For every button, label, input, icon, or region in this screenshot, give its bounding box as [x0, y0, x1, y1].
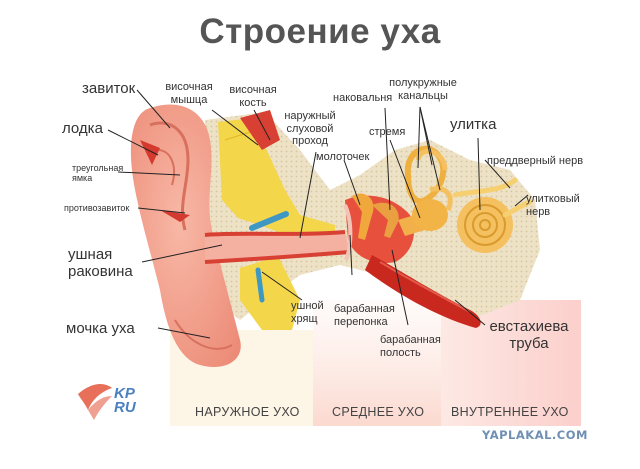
kp-logo-text: KP RU: [114, 385, 136, 417]
label-prokhod-line3: проход: [292, 135, 328, 148]
label-visochnaya-kost-line2: кость: [239, 96, 267, 109]
label-ushnaya: ушная раковина: [68, 246, 133, 281]
incus: [372, 202, 399, 238]
label-prokhod-line1: наружный: [284, 110, 336, 122]
label-visochnaya-myshca-line1: височная: [165, 81, 213, 93]
vestibular-nerve: [452, 177, 518, 198]
label-prokhod-line2: слуховой: [286, 122, 334, 135]
vessel-lower: [255, 267, 265, 303]
label-ulitkovyi: улитковый нерв: [526, 193, 580, 218]
label-ushnoi-khryasch-line1: ушной: [291, 300, 324, 312]
label-ulitkovyi-line1: улитковый: [526, 193, 580, 205]
label-evstakh-line2: труба: [509, 335, 549, 353]
eustachian-tube: [365, 255, 481, 328]
label-mochka: мочка уха: [66, 320, 135, 337]
label-kanaltsy: полукружные канальцы: [385, 77, 461, 102]
pinna: [130, 104, 241, 368]
label-ulitkovyi-line2: нерв: [526, 205, 551, 218]
label-nakovalnya: наковальня: [333, 92, 393, 104]
label-kanaltsy-line1: полукружные: [389, 77, 457, 89]
label-polost: барабанная полость: [380, 334, 441, 359]
cartilage-upper: [218, 118, 335, 245]
label-polost-line2: полость: [380, 346, 421, 359]
cochlear-nerve: [502, 199, 533, 218]
label-prokhod: наружный слуховой проход: [279, 110, 341, 148]
label-ushnoi-khryasch: ушной хрящ: [291, 300, 324, 325]
label-treug-line2: ямка: [72, 173, 93, 184]
label-treug: треугольная ямка: [72, 163, 123, 184]
label-visochnaya-kost: височная кость: [222, 84, 284, 109]
kp-logo-mark: [78, 384, 112, 420]
label-pereponka-line1: барабанная: [334, 303, 395, 315]
label-ushnaya-line2: раковина: [68, 263, 133, 281]
zone-label-middle: СРЕДНЕЕ УХО: [332, 405, 425, 419]
semicircular-canals: [404, 145, 447, 205]
label-protivozavitok: противозавиток: [64, 203, 130, 213]
label-evstakh: евстахиева труба: [482, 318, 576, 353]
label-visochnaya-kost-line1: височная: [229, 84, 277, 96]
zone-label-outer: НАРУЖНОЕ УХО: [195, 405, 300, 419]
watermark: YAPLAKAL.COM: [482, 428, 588, 442]
label-zavitok: завиток: [82, 80, 136, 97]
label-evstakh-line1: евстахиева: [489, 318, 569, 335]
label-pereponka: барабанная перепонка: [334, 303, 395, 328]
label-polost-line1: барабанная: [380, 334, 441, 346]
label-lodka: лодка: [62, 120, 103, 137]
label-ushnaya-line1: ушная: [68, 246, 113, 263]
label-stremya: стремя: [369, 126, 406, 138]
label-predvernyi: преддверный нерв: [487, 155, 584, 167]
page-title: Строение уха: [199, 12, 441, 51]
kp-logo-line2: RU: [114, 399, 136, 417]
label-pereponka-line2: перепонка: [334, 315, 388, 328]
zone-label-inner: ВНУТРЕННЕЕ УХО: [451, 405, 569, 419]
label-visochnaya-myshca-line2: мышца: [170, 93, 208, 106]
malleus: [352, 193, 374, 240]
lobule: [174, 319, 233, 350]
label-ushnoi-khryasch-line2: хрящ: [291, 312, 318, 325]
label-visochnaya-myshca: височная мышца: [158, 81, 220, 106]
label-molotochek: молоточек: [316, 151, 370, 163]
vestibule: [412, 199, 448, 231]
kp-logo-line1: KP: [114, 385, 135, 402]
eardrum: [343, 204, 353, 261]
label-ulitka: улитка: [450, 116, 497, 133]
zone-middle-bg: [313, 300, 441, 426]
vessel-upper: [249, 211, 289, 231]
label-kanaltsy-line2: канальцы: [398, 89, 448, 102]
leader-lines: [107, 89, 529, 339]
cartilage-lower: [240, 256, 300, 330]
label-treug-line1: треугольная: [72, 163, 124, 173]
